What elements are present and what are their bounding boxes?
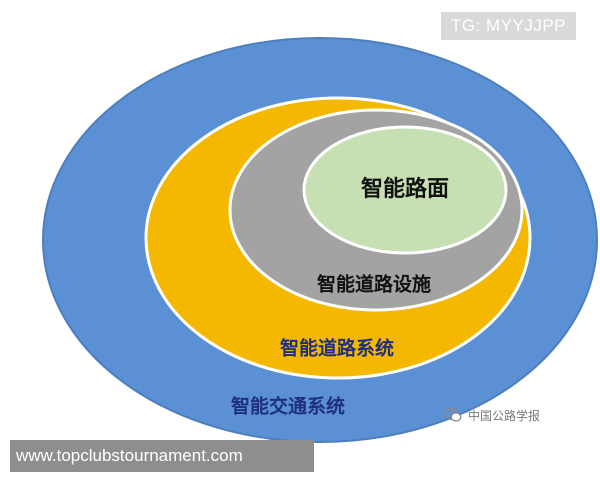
label-road-facility: 智能道路设施	[317, 273, 431, 296]
tg-badge: TG: MYYJJPP	[440, 12, 576, 40]
source-watermark: 中国公路学报	[444, 404, 540, 426]
ring-pavement	[302, 125, 508, 255]
wechat-icon	[444, 408, 462, 422]
watermark-text: 中国公路学报	[468, 408, 541, 423]
url-banner: www.topclubstournament.com	[10, 440, 314, 472]
label-traffic-system: 智能交通系统	[231, 395, 345, 418]
label-road-system: 智能道路系统	[280, 337, 394, 360]
label-pavement: 智能路面	[361, 176, 449, 202]
